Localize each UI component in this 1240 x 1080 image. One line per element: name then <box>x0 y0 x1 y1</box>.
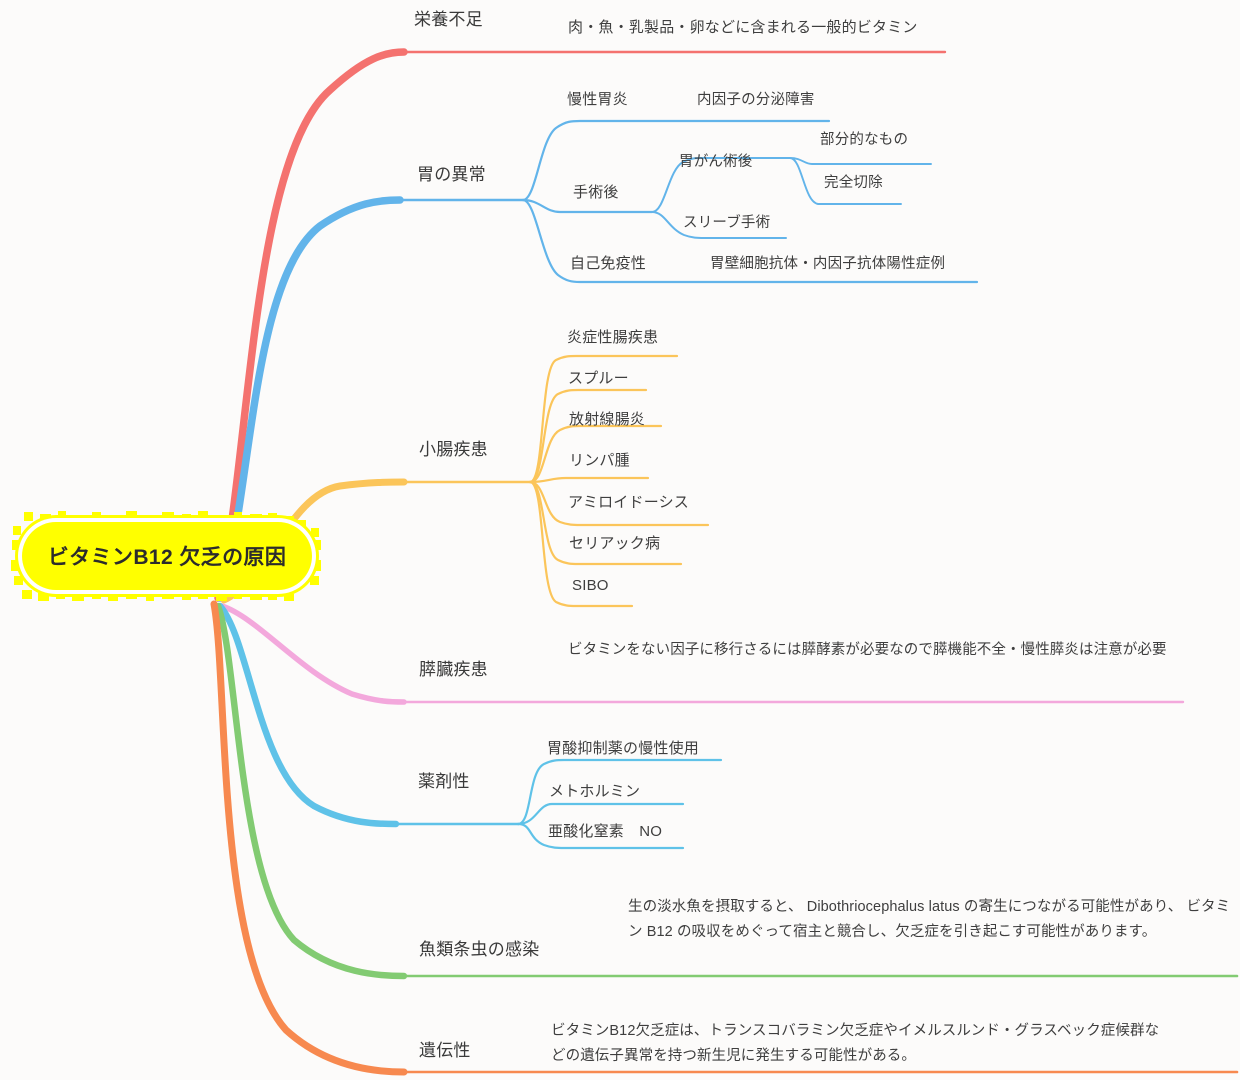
edge-hereditary <box>210 600 1239 1076</box>
root-node-title: ビタミンB12 欠乏の原因 <box>47 546 287 569</box>
node-partial-resection[interactable]: 部分的なもの <box>820 132 909 148</box>
root-node[interactable]: ビタミンB12 欠乏の原因 <box>11 511 321 601</box>
node-autoimmune[interactable]: 自己免疫性 <box>570 255 647 272</box>
node-lymphoma[interactable]: リンパ腫 <box>569 452 630 469</box>
node-nutrition[interactable]: 栄養不足 <box>414 10 483 29</box>
root-node-pill[interactable]: ビタミンB12 欠乏の原因 <box>22 522 312 590</box>
node-drugs[interactable]: 薬剤性 <box>418 772 470 791</box>
root-node-glow <box>11 511 321 601</box>
node-stomach[interactable]: 胃の異常 <box>417 165 486 184</box>
node-hereditary-description[interactable]: ビタミンB12欠乏症は、トランスコバラミン欠乏症やイメルスルンド・グラスベック症… <box>551 1023 1160 1064</box>
node-nutrition-common-vitamin[interactable]: 肉・魚・乳製品・卵などに含まれる一般的ビタミン <box>568 19 918 36</box>
node-inflammatory-bowel-disease[interactable]: 炎症性腸疾患 <box>567 329 659 346</box>
node-chronic-gastritis[interactable]: 慢性胃炎 <box>567 91 628 108</box>
node-nitrous-oxide[interactable]: 亜酸化窒素 NO <box>548 823 663 840</box>
node-total-resection[interactable]: 完全切除 <box>824 175 883 191</box>
node-acid-suppressant-chronic-use[interactable]: 胃酸抑制薬の慢性使用 <box>547 740 700 757</box>
node-intrinsic-factor-secretion-disorder[interactable]: 内因子の分泌障害 <box>697 92 815 108</box>
node-parietal-cell-antibody-positive-cases[interactable]: 胃壁細胞抗体・内因子抗体陽性症例 <box>710 256 946 272</box>
node-gastric-cancer-surgery[interactable]: 胃がん術後 <box>679 154 753 170</box>
node-sleeve-surgery[interactable]: スリーブ手術 <box>683 215 771 231</box>
node-amyloidosis[interactable]: アミロイドーシス <box>568 494 690 511</box>
node-celiac-disease[interactable]: セリアック病 <box>569 535 661 552</box>
node-fish-tapeworm[interactable]: 魚類条虫の感染 <box>419 940 540 959</box>
node-fish-tapeworm-description[interactable]: 生の淡水魚を摂取すると、 Dibothriocephalus latus の寄生… <box>628 899 1231 940</box>
node-radiation-enteritis[interactable]: 放射線腸炎 <box>569 411 646 428</box>
node-hereditary[interactable]: 遺伝性 <box>419 1041 471 1060</box>
node-post-surgery[interactable]: 手術後 <box>573 184 619 201</box>
node-pancreas[interactable]: 膵臓疾患 <box>419 660 488 679</box>
node-metformin[interactable]: メトホルミン <box>549 783 641 800</box>
node-pancreas-description[interactable]: ビタミンをない因子に移行さるには膵酵素が必要なので膵機能不全・慢性膵炎は注意が必… <box>568 642 1167 658</box>
node-sibo[interactable]: SIBO <box>572 577 609 594</box>
node-small-intestine[interactable]: 小腸疾患 <box>419 440 488 459</box>
node-sprue[interactable]: スプルー <box>568 370 629 387</box>
